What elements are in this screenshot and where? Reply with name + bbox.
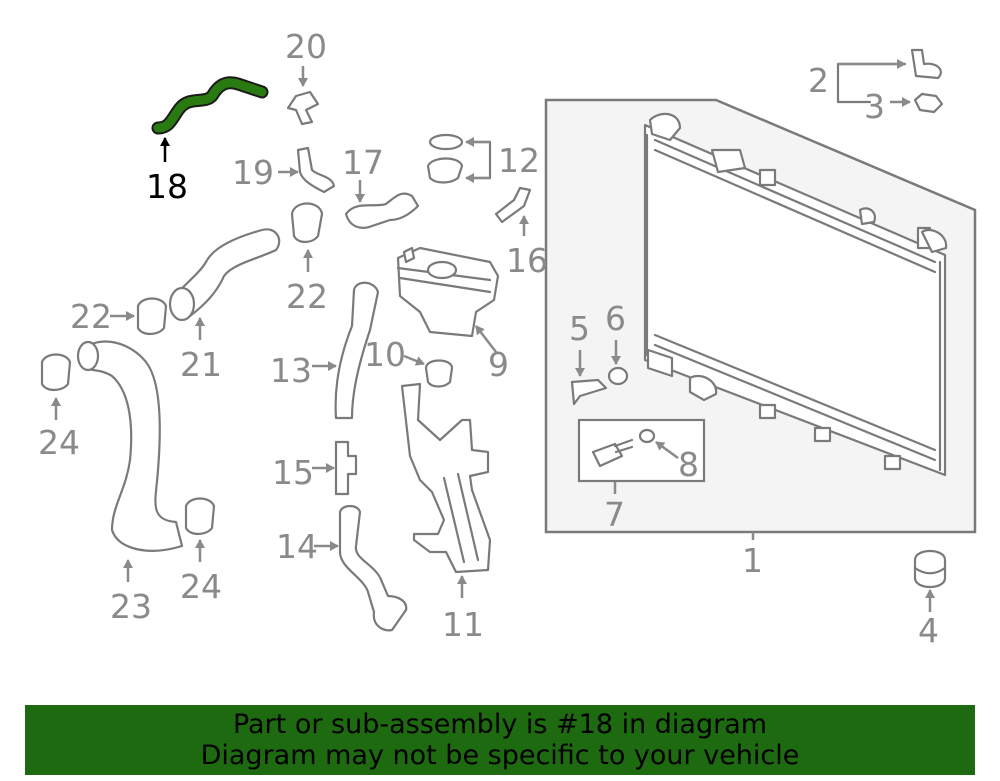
hose-part-14	[338, 504, 408, 632]
hose-part-21	[172, 228, 281, 318]
callout-7: 7	[604, 495, 625, 534]
callout-9: 9	[488, 345, 509, 384]
callout-21: 21	[180, 345, 222, 384]
callout-13: 13	[270, 351, 312, 390]
gasket-part-12	[428, 133, 464, 151]
info-banner: Part or sub-assembly is #18 in diagram D…	[25, 705, 975, 775]
hose-part-16	[494, 186, 532, 224]
mount-cushion-part-4	[913, 549, 947, 589]
callout-19: 19	[232, 153, 274, 192]
callout-20: 20	[285, 27, 327, 66]
water-temp-sensor-part-5	[570, 378, 608, 406]
o-ring-part-6	[607, 366, 629, 386]
clamp-part-22b	[136, 297, 168, 336]
callout-15: 15	[272, 453, 314, 492]
callout-12: 12	[498, 141, 540, 180]
hose-part-17	[344, 192, 420, 229]
reservoir-tank-part-9	[396, 246, 500, 338]
callout-10: 10	[364, 335, 406, 374]
callout-4: 4	[918, 611, 939, 650]
hose-part-13	[334, 281, 380, 420]
cap-part-12	[426, 157, 464, 184]
bracket-part-11	[400, 382, 492, 574]
valve-part-20	[286, 90, 320, 126]
callout-2: 2	[808, 61, 829, 100]
callout-3: 3	[864, 87, 885, 126]
callout-1: 1	[742, 541, 763, 580]
banner-line-1: Part or sub-assembly is #18 in diagram	[232, 709, 768, 740]
lower-hose-part-23	[80, 340, 184, 552]
nut-part-3	[913, 92, 944, 114]
callout-23: 23	[110, 587, 152, 626]
clamp-part-24b	[184, 497, 216, 536]
callout-22a: 22	[286, 277, 328, 316]
callout-11: 11	[442, 605, 484, 644]
callout-17: 17	[342, 143, 384, 182]
hose-part-19	[296, 146, 336, 194]
callout-8: 8	[678, 445, 699, 484]
grommet-part-10	[424, 359, 454, 388]
upper-hose-part-18	[151, 76, 269, 135]
callout-18: 18	[146, 167, 188, 206]
banner-line-2: Diagram may not be specific to your vehi…	[200, 740, 800, 771]
callout-16: 16	[506, 241, 548, 280]
callout-24a: 24	[38, 423, 80, 462]
clamp-part-24	[40, 353, 72, 392]
callout-24b: 24	[180, 567, 222, 606]
connector-part-15	[334, 440, 358, 496]
callout-22b: 22	[70, 297, 112, 336]
sensor-assembly-box	[577, 418, 706, 494]
callout-14: 14	[276, 527, 318, 566]
callout-5: 5	[569, 309, 590, 348]
bracket-part-2	[910, 48, 942, 80]
clamp-part-22	[290, 202, 324, 244]
callout-6: 6	[605, 299, 626, 338]
